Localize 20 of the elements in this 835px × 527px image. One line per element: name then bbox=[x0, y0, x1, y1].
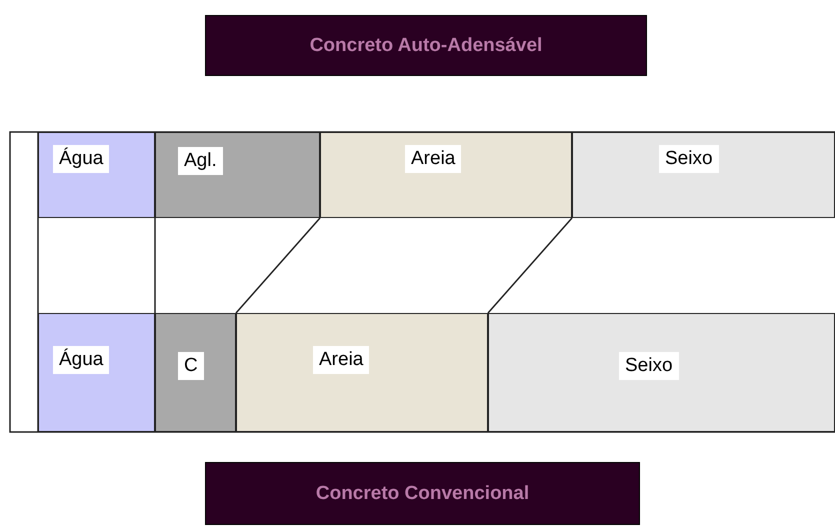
gravel-segment bbox=[572, 132, 835, 218]
segment-label: Seixo bbox=[659, 145, 719, 173]
segment-label: C bbox=[178, 352, 204, 380]
title-box bbox=[205, 462, 640, 525]
segment-label: Agl. bbox=[178, 147, 223, 175]
binder-segment bbox=[155, 132, 320, 218]
water-segment bbox=[38, 313, 155, 432]
cement-segment bbox=[155, 313, 236, 432]
segment-label: Areia bbox=[405, 145, 462, 173]
segment-label: Água bbox=[53, 346, 110, 374]
sand-segment bbox=[320, 132, 572, 218]
title-box bbox=[205, 15, 647, 76]
segment-label: Seixo bbox=[619, 352, 679, 380]
title-text: Concreto Convencional bbox=[316, 482, 530, 504]
gravel-segment bbox=[488, 313, 835, 432]
segment-label: Água bbox=[53, 145, 110, 173]
water-segment bbox=[38, 132, 155, 218]
title-text: Concreto Auto-Adensável bbox=[310, 34, 542, 56]
sand-segment bbox=[236, 313, 488, 432]
segment-label: Areia bbox=[313, 346, 370, 374]
